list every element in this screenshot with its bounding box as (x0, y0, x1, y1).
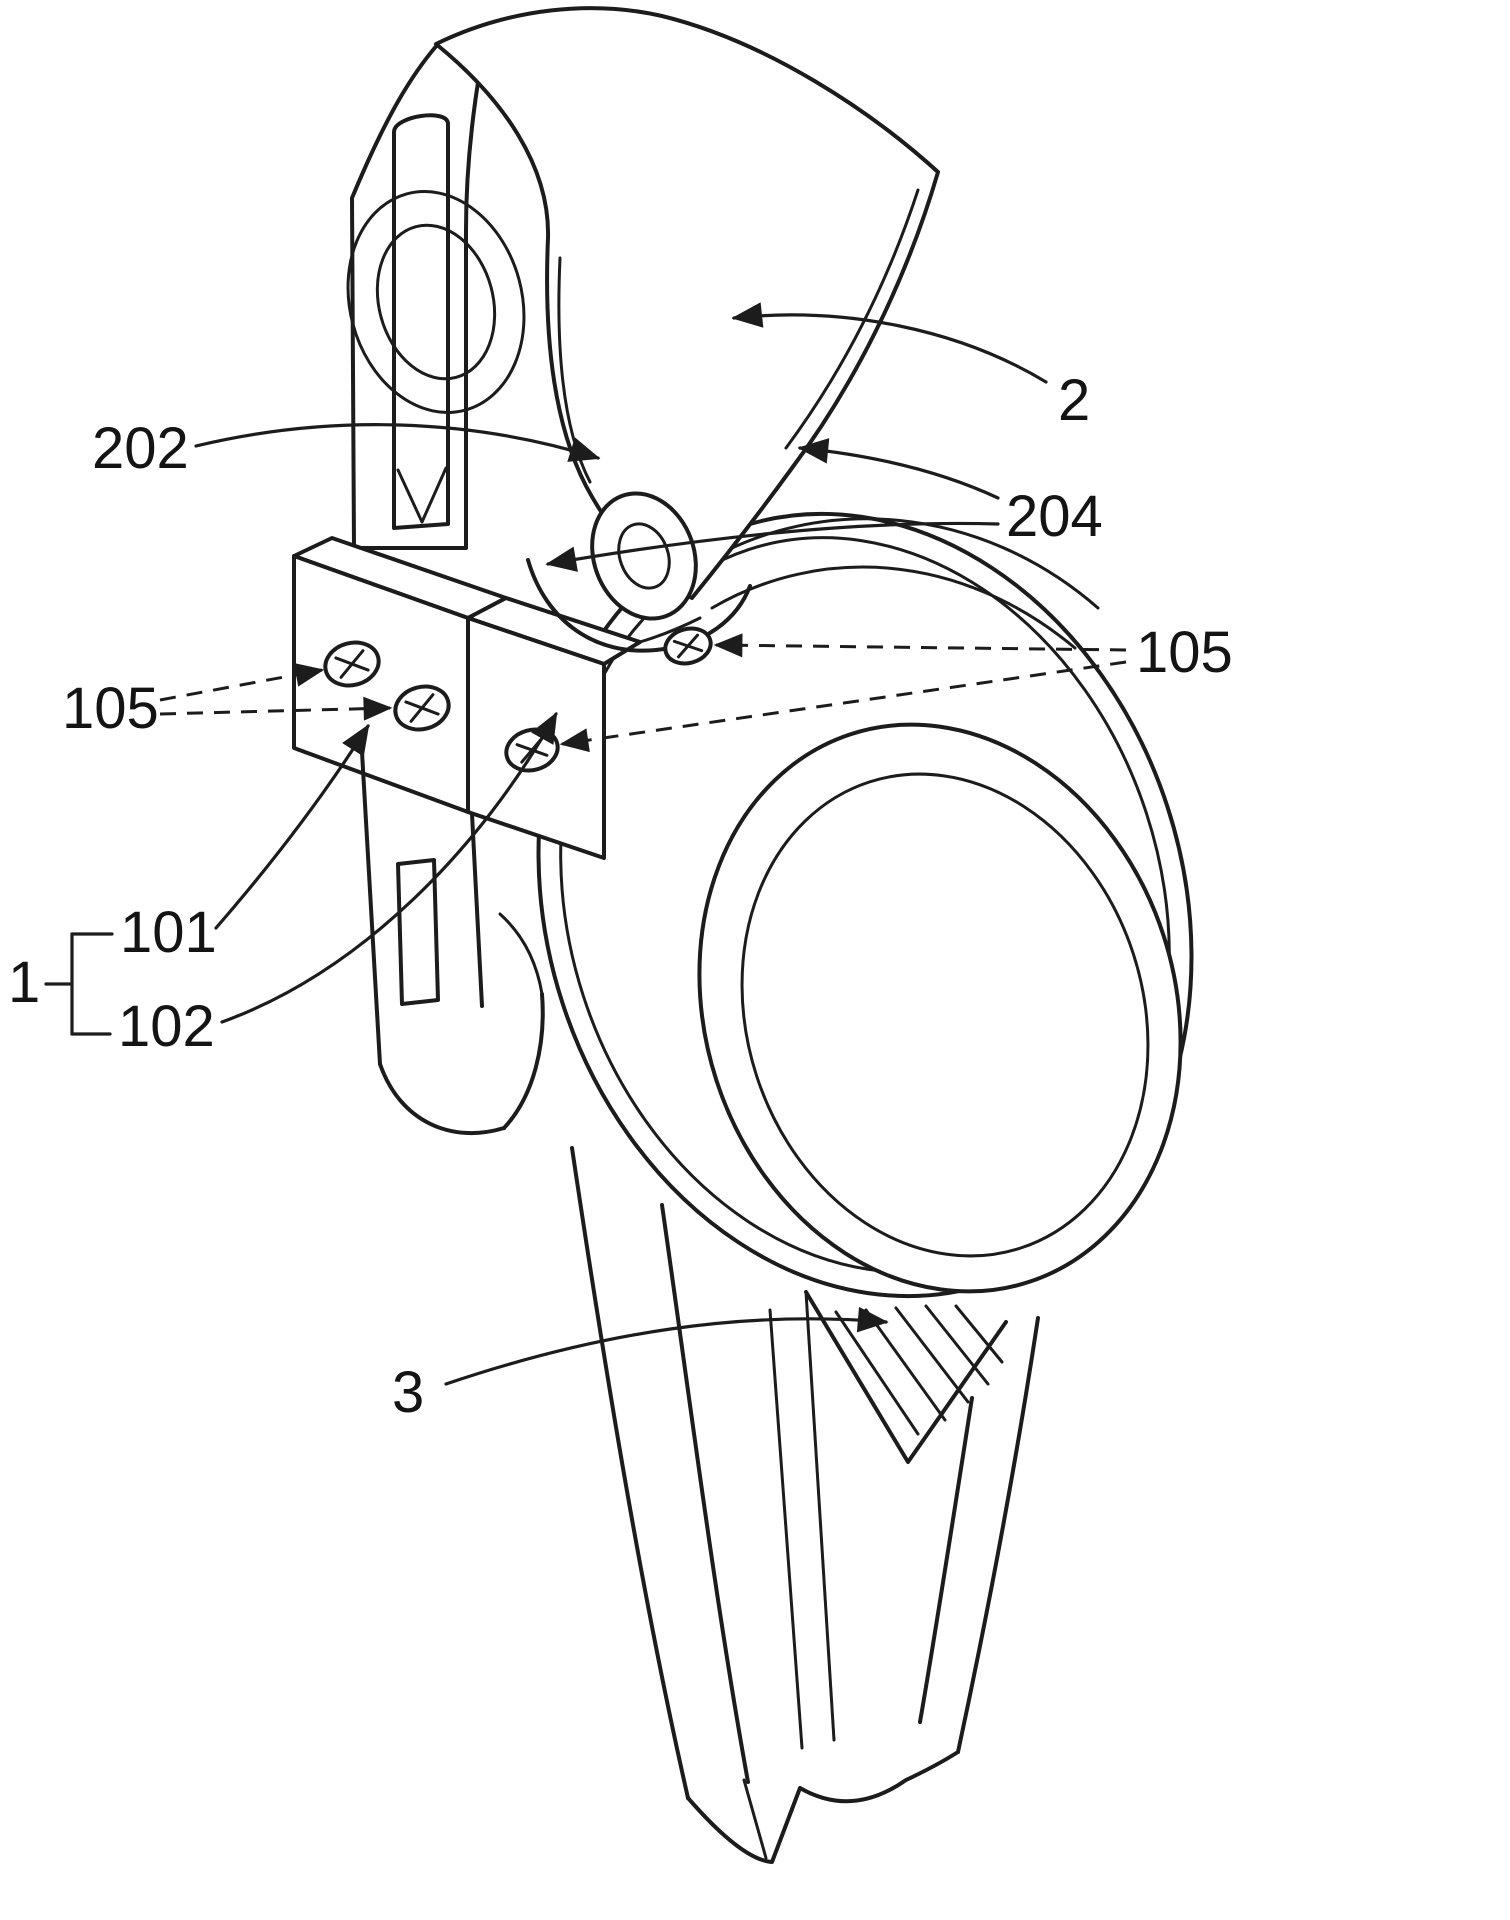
leader-102 (220, 711, 558, 1024)
leader-3 (444, 1306, 889, 1386)
drum-top-band-edge-2 (710, 565, 1077, 650)
lower-arm-hook-curve-3 (498, 912, 544, 996)
pivot-inner-hole (617, 522, 671, 590)
lower-arm-hook-curve-1 (378, 1062, 506, 1136)
lens-face (740, 772, 1150, 1258)
bracket-slot-notch (396, 466, 448, 524)
leader-202 (194, 423, 601, 462)
screw-cross-2 (676, 633, 700, 659)
drum-front-face (697, 722, 1183, 1294)
lower-arm-right-edge (470, 812, 484, 1008)
drum-top-band-edge-1 (698, 517, 1100, 610)
label-204: 204 (1006, 484, 1103, 549)
mounting-plate (292, 536, 642, 860)
strap-arm-part-2 (434, 6, 940, 653)
label-3: 3 (392, 1360, 424, 1425)
screw-cross-2 (409, 693, 435, 723)
bracket-boss-inner (375, 223, 497, 381)
label-1: 1 (8, 950, 40, 1015)
fork-right-inner-edge (918, 1396, 974, 1724)
fork-bottom-edge (686, 1750, 960, 1864)
screw-105-a (323, 640, 381, 688)
screw-105-d (663, 626, 713, 666)
leader-101 (214, 723, 370, 930)
fork-mid-line-2 (804, 1290, 836, 1742)
hatch-lines (834, 1304, 1004, 1436)
leader-105-left-a (159, 663, 325, 702)
strap-inner-edge (784, 188, 920, 450)
leader-2 (731, 302, 1048, 384)
fork-bottom-notch-line (742, 1778, 768, 1860)
leader-105-right-a (713, 633, 1127, 658)
fork-part-3 (570, 1146, 1040, 1864)
leader-lines (159, 302, 1127, 1386)
label-202: 202 (92, 416, 189, 481)
clamp-face-edge (638, 616, 702, 644)
clamp-bottom-curve (526, 558, 752, 653)
fork-left-inner-edge (660, 1203, 750, 1784)
lower-bracket-arm (360, 750, 545, 1136)
label-105-right: 105 (1136, 620, 1233, 685)
bracket-boss-outer (346, 190, 526, 414)
label-102: 102 (118, 994, 215, 1059)
screw-cross-2 (339, 649, 365, 679)
group-1-brace (44, 932, 114, 1036)
bracket-slot (392, 113, 450, 530)
fork-mid-line-1 (768, 1308, 804, 1750)
label-101: 101 (120, 900, 217, 965)
leader-204-upper (797, 438, 1000, 500)
drum-body (536, 511, 1194, 1299)
fork-left-outer-edge (570, 1146, 690, 1800)
fork-right-outer-edge (956, 1316, 1040, 1754)
strap-outline (434, 6, 940, 600)
leader-105-right-b (559, 660, 1127, 753)
pivot-outer-ring (590, 491, 698, 621)
screw-105-b (393, 684, 451, 732)
labels: 202 2 204 105 105 101 1 102 3 (8, 368, 1233, 1425)
leader-204-lower (545, 521, 1000, 572)
fork-v-notch (804, 1290, 1008, 1464)
lower-arm-slot (396, 858, 440, 1006)
lower-arm-left-edge (360, 750, 382, 1066)
lower-arm-hook-curve-2 (502, 992, 545, 1130)
pivot-hole (590, 491, 698, 621)
label-105-left: 105 (62, 676, 159, 741)
label-2: 2 (1058, 368, 1090, 433)
leader-105-left-b (159, 696, 393, 721)
